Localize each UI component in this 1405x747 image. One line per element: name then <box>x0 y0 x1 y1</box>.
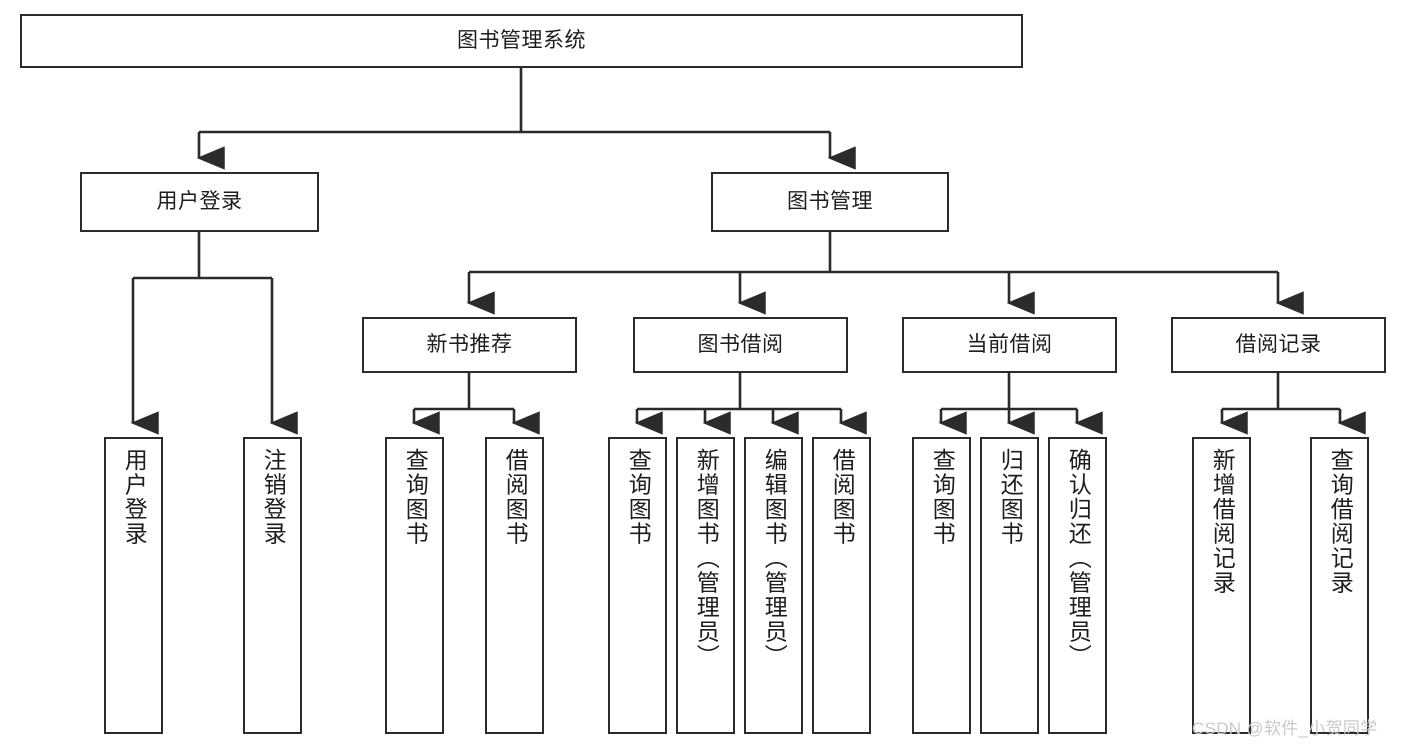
node-current-borrow-label: 当前借阅 <box>966 332 1053 356</box>
leaf-query-book-3-label: 查询图书 <box>929 448 956 546</box>
leaf-return-book-label: 归还图书 <box>997 448 1024 546</box>
leaf-confirm-return-label: 确认归还（管理员） <box>1065 448 1092 669</box>
node-book-borrow[interactable]: 图书借阅 <box>633 317 848 373</box>
leaf-borrow-book-2-label: 借阅图书 <box>829 448 856 546</box>
leaf-query-book-2[interactable]: 查询图书 <box>608 437 667 734</box>
leaf-add-book-label: 新增图书（管理员） <box>693 448 720 669</box>
leaf-query-book-2-label: 查询图书 <box>625 448 652 546</box>
leaf-query-book-1[interactable]: 查询图书 <box>385 437 444 734</box>
leaf-confirm-return[interactable]: 确认归还（管理员） <box>1048 437 1107 734</box>
node-root[interactable]: 图书管理系统 <box>20 14 1023 68</box>
leaf-logout-login-label: 注销登录 <box>260 448 287 546</box>
leaf-borrow-book-2[interactable]: 借阅图书 <box>812 437 871 734</box>
csdn-watermark: CSDN @软件_小贺同学 <box>1192 719 1378 738</box>
leaf-borrow-book-1[interactable]: 借阅图书 <box>485 437 544 734</box>
leaf-query-record[interactable]: 查询借阅记录 <box>1310 437 1369 734</box>
node-book-management[interactable]: 图书管理 <box>711 172 949 232</box>
leaf-query-book-3[interactable]: 查询图书 <box>912 437 971 734</box>
leaf-return-book[interactable]: 归还图书 <box>980 437 1039 734</box>
leaf-query-record-label: 查询借阅记录 <box>1327 448 1354 595</box>
node-current-borrow[interactable]: 当前借阅 <box>902 317 1117 373</box>
leaf-borrow-book-1-label: 借阅图书 <box>502 448 529 546</box>
leaf-user-login[interactable]: 用户登录 <box>104 437 163 734</box>
node-new-book-recommend[interactable]: 新书推荐 <box>362 317 577 373</box>
leaf-add-record[interactable]: 新增借阅记录 <box>1192 437 1251 734</box>
node-book-borrow-label: 图书借阅 <box>697 332 784 356</box>
node-user-login-label: 用户登录 <box>156 189 243 213</box>
leaf-edit-book[interactable]: 编辑图书（管理员） <box>744 437 803 734</box>
node-root-label: 图书管理系统 <box>457 28 586 52</box>
node-borrow-record[interactable]: 借阅记录 <box>1171 317 1386 373</box>
leaf-query-book-1-label: 查询图书 <box>402 448 429 546</box>
node-book-management-label: 图书管理 <box>787 189 873 213</box>
leaf-user-login-label: 用户登录 <box>121 448 148 546</box>
leaf-logout-login[interactable]: 注销登录 <box>243 437 302 734</box>
leaf-edit-book-label: 编辑图书（管理员） <box>761 448 788 669</box>
leaf-add-record-label: 新增借阅记录 <box>1209 448 1236 595</box>
node-new-book-recommend-label: 新书推荐 <box>426 332 513 356</box>
node-borrow-record-label: 借阅记录 <box>1235 332 1322 356</box>
node-user-login[interactable]: 用户登录 <box>80 172 319 232</box>
leaf-add-book[interactable]: 新增图书（管理员） <box>676 437 735 734</box>
